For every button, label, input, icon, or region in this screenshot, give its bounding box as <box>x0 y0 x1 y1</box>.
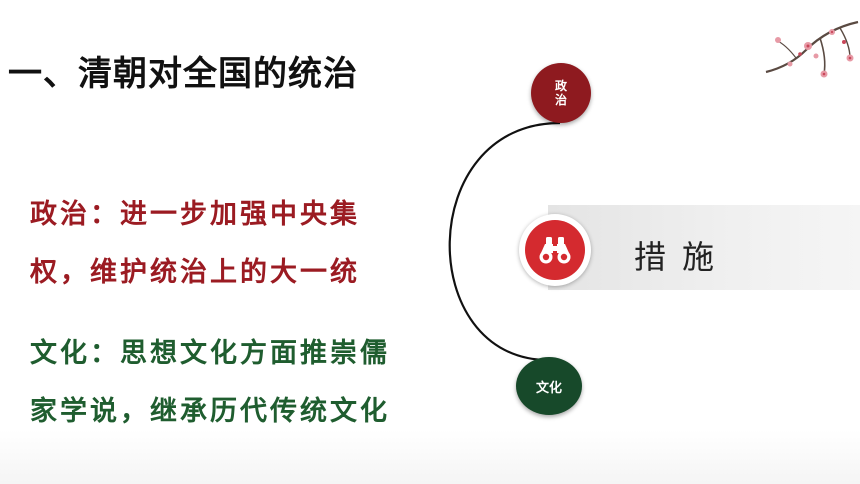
politics-text: 政治：进一步加强中央集 权，维护统治上的大一统 <box>30 186 360 302</box>
culture-line-2: 家学说，继承历代传统文化 <box>30 396 390 427</box>
plum-blossom-icon <box>765 20 859 78</box>
politics-line-1: 政治：进一步加强中央集 <box>30 199 360 230</box>
measures-icon-inner <box>525 220 585 280</box>
bottom-decor <box>0 430 860 484</box>
measures-icon-circle <box>519 214 591 286</box>
culture-text: 文化：思想文化方面推崇儒 家学说，继承历代传统文化 <box>30 325 390 441</box>
culture-badge-label: 文化 <box>535 380 562 396</box>
politics-badge: 政治 <box>531 63 591 123</box>
measures-bar <box>548 205 860 290</box>
binoculars-icon <box>539 237 571 264</box>
politics-line-2: 权，维护统治上的大一统 <box>30 257 360 288</box>
slide-title: 一、清朝对全国的统治 <box>8 54 358 94</box>
politics-badge-label: 政治 <box>554 79 567 107</box>
measures-label: 措施 <box>634 238 731 276</box>
culture-line-1: 文化：思想文化方面推崇儒 <box>30 338 390 369</box>
culture-badge: 文化 <box>516 357 582 415</box>
